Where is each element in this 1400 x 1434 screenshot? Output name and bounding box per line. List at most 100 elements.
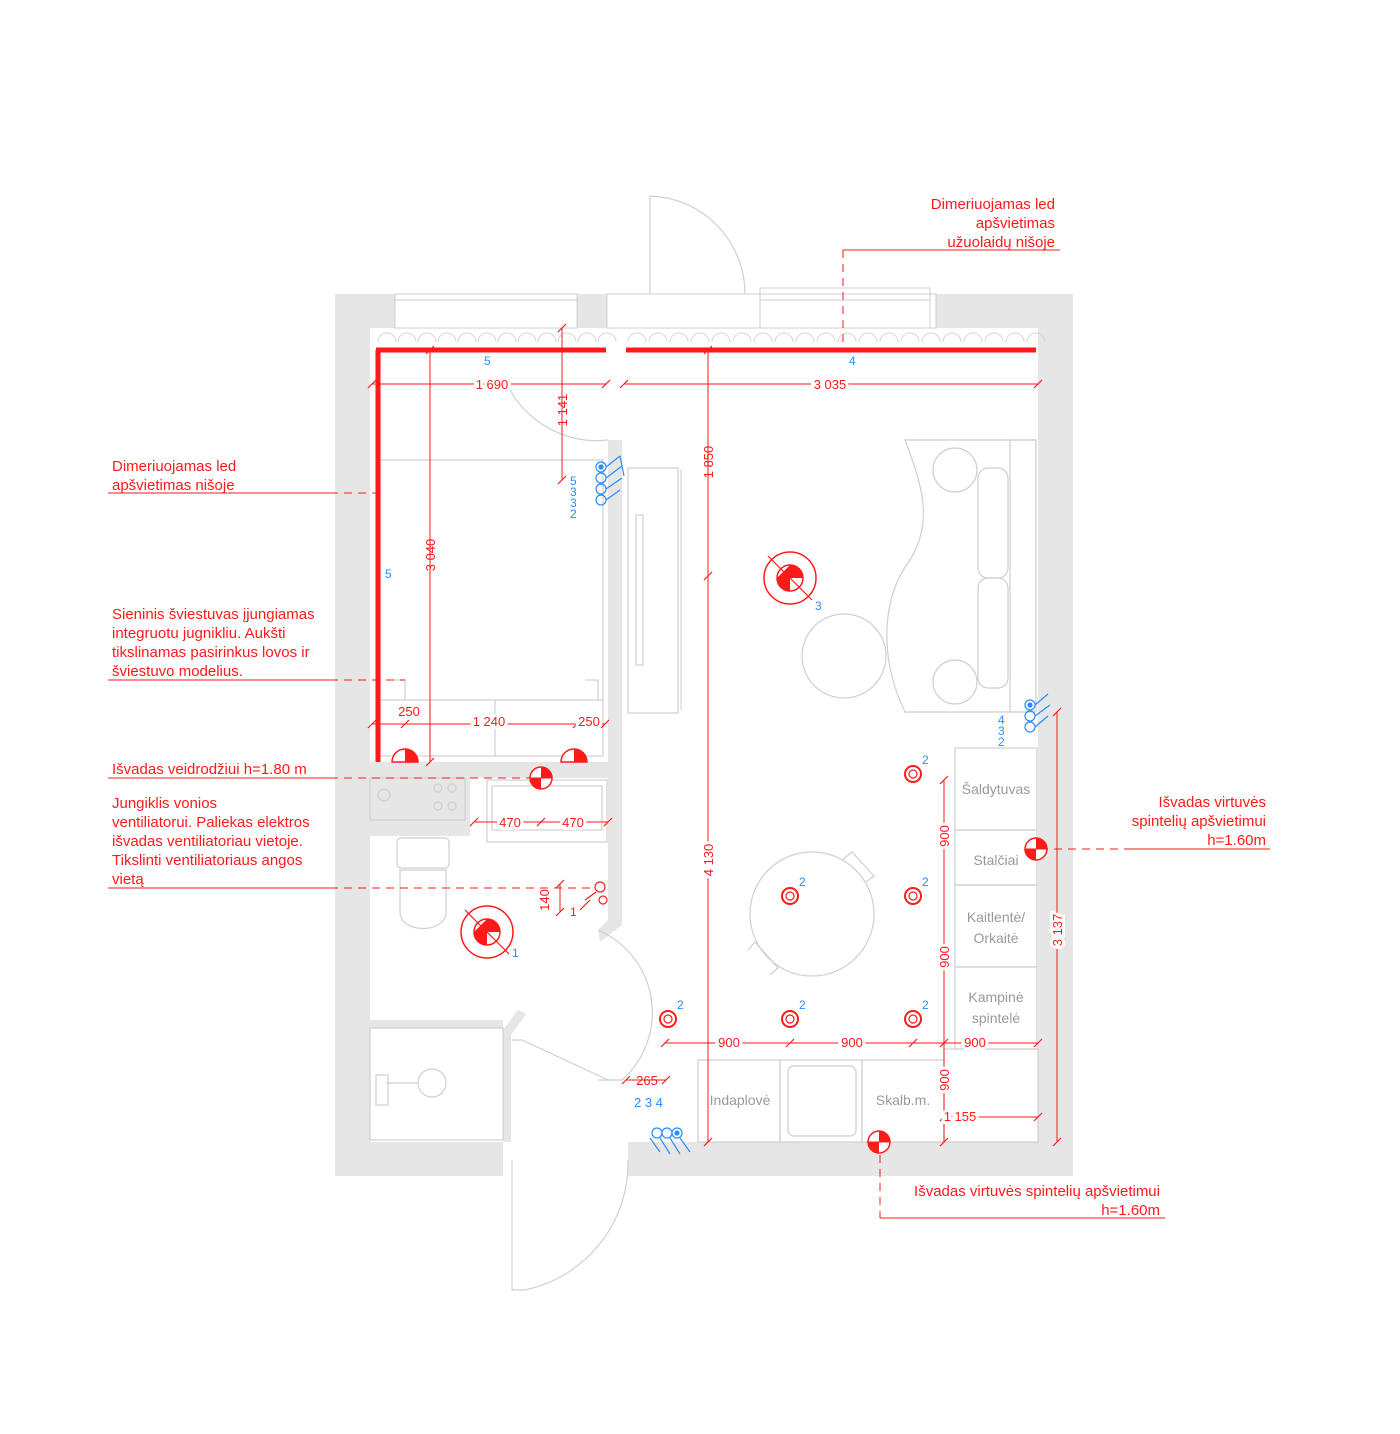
spot-light (781, 887, 799, 905)
dimension-tick (572, 719, 582, 729)
ceiling-light-bath (460, 905, 514, 959)
dimension-tick (555, 907, 565, 917)
curtain-fold (900, 332, 920, 343)
dim-900-h2: 900 (841, 1035, 863, 1050)
note-niche-curtain-3: užuolaidų nišoje (947, 234, 1055, 251)
dim-1850: 1 850 (701, 446, 716, 479)
dimension-tick (367, 719, 377, 729)
circuit-spot: 2 (677, 998, 684, 1012)
ceiling-light-living (763, 551, 817, 605)
dimension-tick (1033, 379, 1043, 389)
curtain-fold (627, 332, 647, 343)
curtain-fold (816, 332, 836, 343)
curtain-fold (879, 332, 899, 343)
curtain-fold (963, 332, 983, 343)
curtain-fold (921, 332, 941, 343)
circuit-sw-bed-2: 3 (570, 485, 577, 499)
curtain-fold (597, 332, 617, 343)
dim-250a: 250 (398, 704, 420, 719)
curtain-fold (753, 332, 773, 343)
dim-1690: 1 690 (476, 377, 509, 392)
circuit-spot: 2 (799, 875, 806, 889)
circuit-led-top-left: 5 (484, 354, 491, 368)
circuit-ceiling-living: 3 (815, 599, 822, 613)
wall-lamp-right (560, 748, 588, 763)
curtain-fold (517, 332, 537, 343)
dimension-tick (425, 345, 435, 355)
note-kitchen-bottom-2: h=1.60m (1101, 1202, 1160, 1219)
dimension-tick (400, 719, 410, 729)
dim-900-v3: 900 (937, 1069, 952, 1091)
shower (369, 1027, 504, 1141)
dim-3137: 3 137 (1050, 914, 1065, 947)
switch-living (1024, 693, 1051, 733)
note-wall-lamp-1: Sieninis šviestuvas įjungiamas (112, 606, 315, 623)
dimension-tick (785, 1038, 795, 1048)
note-bath-fan-3: išvadas ventiliatoriau vietoje. (112, 833, 303, 850)
dimension-tick (1033, 1038, 1043, 1048)
dimension-tick (536, 817, 546, 827)
curtain-fold (858, 332, 878, 343)
curtain-fold (497, 332, 517, 343)
curtain-fold (457, 332, 477, 343)
spot-light (659, 1010, 677, 1028)
dimension-tick (1052, 1137, 1062, 1147)
curtain-fold (669, 332, 689, 343)
dimension-tick (939, 775, 949, 785)
dim-900-v1: 900 (937, 825, 952, 847)
curtain-fold (690, 332, 710, 343)
dim-3035: 3 035 (814, 377, 847, 392)
mirror-outlet (529, 766, 553, 790)
dim-900-h3: 900 (964, 1035, 986, 1050)
dimension-tick (908, 1038, 918, 1048)
led-strips (375, 347, 1036, 762)
kitchen-outlet-bottom (867, 1130, 891, 1154)
switch-entry (649, 1127, 691, 1155)
circuit-spot: 2 (799, 998, 806, 1012)
curtain-fold (537, 332, 557, 343)
note-kitchen-right-3: h=1.60m (1207, 832, 1266, 849)
dimension-tick (601, 379, 611, 389)
circuit-sw-bed-4: 2 (570, 507, 577, 521)
dimension-tick (600, 719, 610, 729)
label-drawers: Stalčiai (973, 852, 1018, 868)
curtain-fold (774, 332, 794, 343)
circuit-sw-living-3: 2 (998, 735, 1005, 749)
sofa (886, 439, 1037, 713)
label-corner-1: Kampinė (968, 989, 1023, 1005)
curtain-fold (1005, 332, 1025, 343)
coffee-table (801, 613, 887, 699)
dimension-tick (661, 1075, 671, 1085)
note-niche-curtain-1: Dimeriuojamas led (931, 196, 1055, 213)
curtain-fold (711, 332, 731, 343)
circuit-sw-living-1: 4 (998, 713, 1005, 727)
dimension-tick (1052, 707, 1062, 717)
circuit-spot: 2 (922, 753, 929, 767)
dim-1155: 1 155 (944, 1109, 977, 1124)
note-kitchen-right-2: spintelių apšvietimui (1132, 813, 1266, 830)
note-kitchen-right-1: Išvadas virtuvės (1158, 794, 1266, 811)
note-bath-fan-5: vietą (112, 871, 144, 888)
circuit-spot: 2 (922, 875, 929, 889)
walls (335, 294, 1073, 1176)
curtain-fold (1026, 332, 1046, 343)
dimension-tick (939, 1038, 949, 1048)
kitchen-sink (779, 1059, 863, 1143)
spot-light (904, 765, 922, 783)
dimension-tick (939, 1112, 949, 1122)
circuit-ceiling-bath: 1 (512, 946, 519, 960)
dim-140: 140 (537, 889, 552, 911)
toilet (396, 837, 450, 869)
note-mirror: Išvadas veidrodžiui h=1.80 m (112, 761, 307, 778)
label-dishwasher: Indaplovė (710, 1092, 771, 1108)
dimension-ticks (367, 323, 1062, 1147)
note-niche-2: apšvietimas nišoje (112, 477, 235, 494)
note-wall-lamp-2: integruotu jugnikliu. Aukšti (112, 625, 285, 642)
curtain-fold (577, 332, 597, 343)
dining-table (749, 851, 875, 977)
circuit-led-top-right: 4 (849, 354, 856, 368)
note-bath-fan-2: ventiliatorui. Paliekas elektros (112, 814, 310, 831)
curtain-fold (795, 332, 815, 343)
curtain (377, 332, 1046, 343)
